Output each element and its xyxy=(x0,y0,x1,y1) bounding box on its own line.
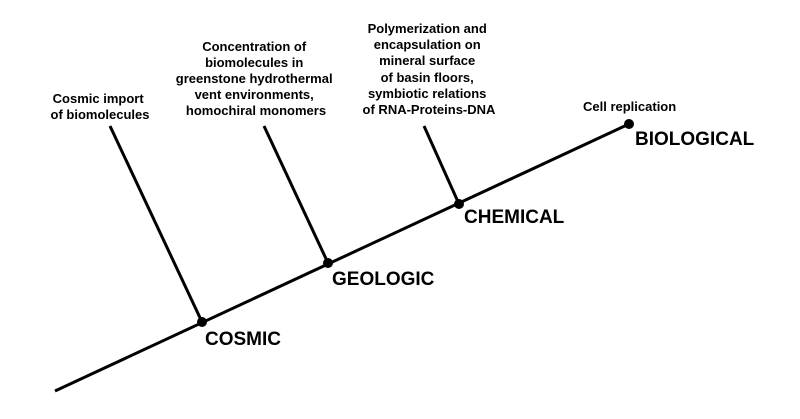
annotation-geologic-line: biomolecules in xyxy=(205,55,303,70)
annotation-geologic-line: Concentration of xyxy=(202,39,307,54)
annotation-chemical-line: mineral surface xyxy=(379,53,475,68)
cosmic-branch-line xyxy=(108,125,204,323)
biological-node xyxy=(624,119,634,129)
annotation-cosmic: Cosmic import of biomolecules xyxy=(51,91,150,122)
cosmic-node xyxy=(197,317,207,327)
annotation-geologic-line: homochiral monomers xyxy=(186,103,326,118)
annotation-cosmic-line: of biomolecules xyxy=(51,107,150,122)
annotation-chemical: Polymerization and encapsulation on mine… xyxy=(363,21,496,117)
stage-label-cosmic: COSMIC xyxy=(205,329,281,350)
annotation-chemical-line: encapsulation on xyxy=(374,37,481,52)
geologic-node xyxy=(323,258,333,268)
geologic-branch-line xyxy=(262,125,330,264)
annotation-chemical-line: symbiotic relations xyxy=(368,86,486,101)
stage-label-geologic: GEOLOGIC xyxy=(332,269,435,290)
annotation-geologic: Concentration of biomolecules in greenst… xyxy=(176,39,336,118)
annotation-geologic-line: greenstone hydrothermal xyxy=(176,71,333,86)
annotation-biological: Cell replication xyxy=(583,99,676,114)
chemical-branch-line xyxy=(422,125,461,205)
annotation-chemical-line: of RNA-Proteins-DNA xyxy=(363,102,496,117)
annotation-chemical-line: Polymerization and xyxy=(368,21,487,36)
annotation-chemical-line: of basin floors, xyxy=(381,70,474,85)
annotation-geologic-line: vent environments, xyxy=(195,87,314,102)
stage-label-biological: BIOLOGICAL xyxy=(635,129,755,150)
main-timeline-axis xyxy=(54,122,630,393)
chemical-node xyxy=(454,199,464,209)
stage-label-chemical: CHEMICAL xyxy=(464,207,565,228)
annotation-cosmic-line: Cosmic import xyxy=(53,91,145,106)
